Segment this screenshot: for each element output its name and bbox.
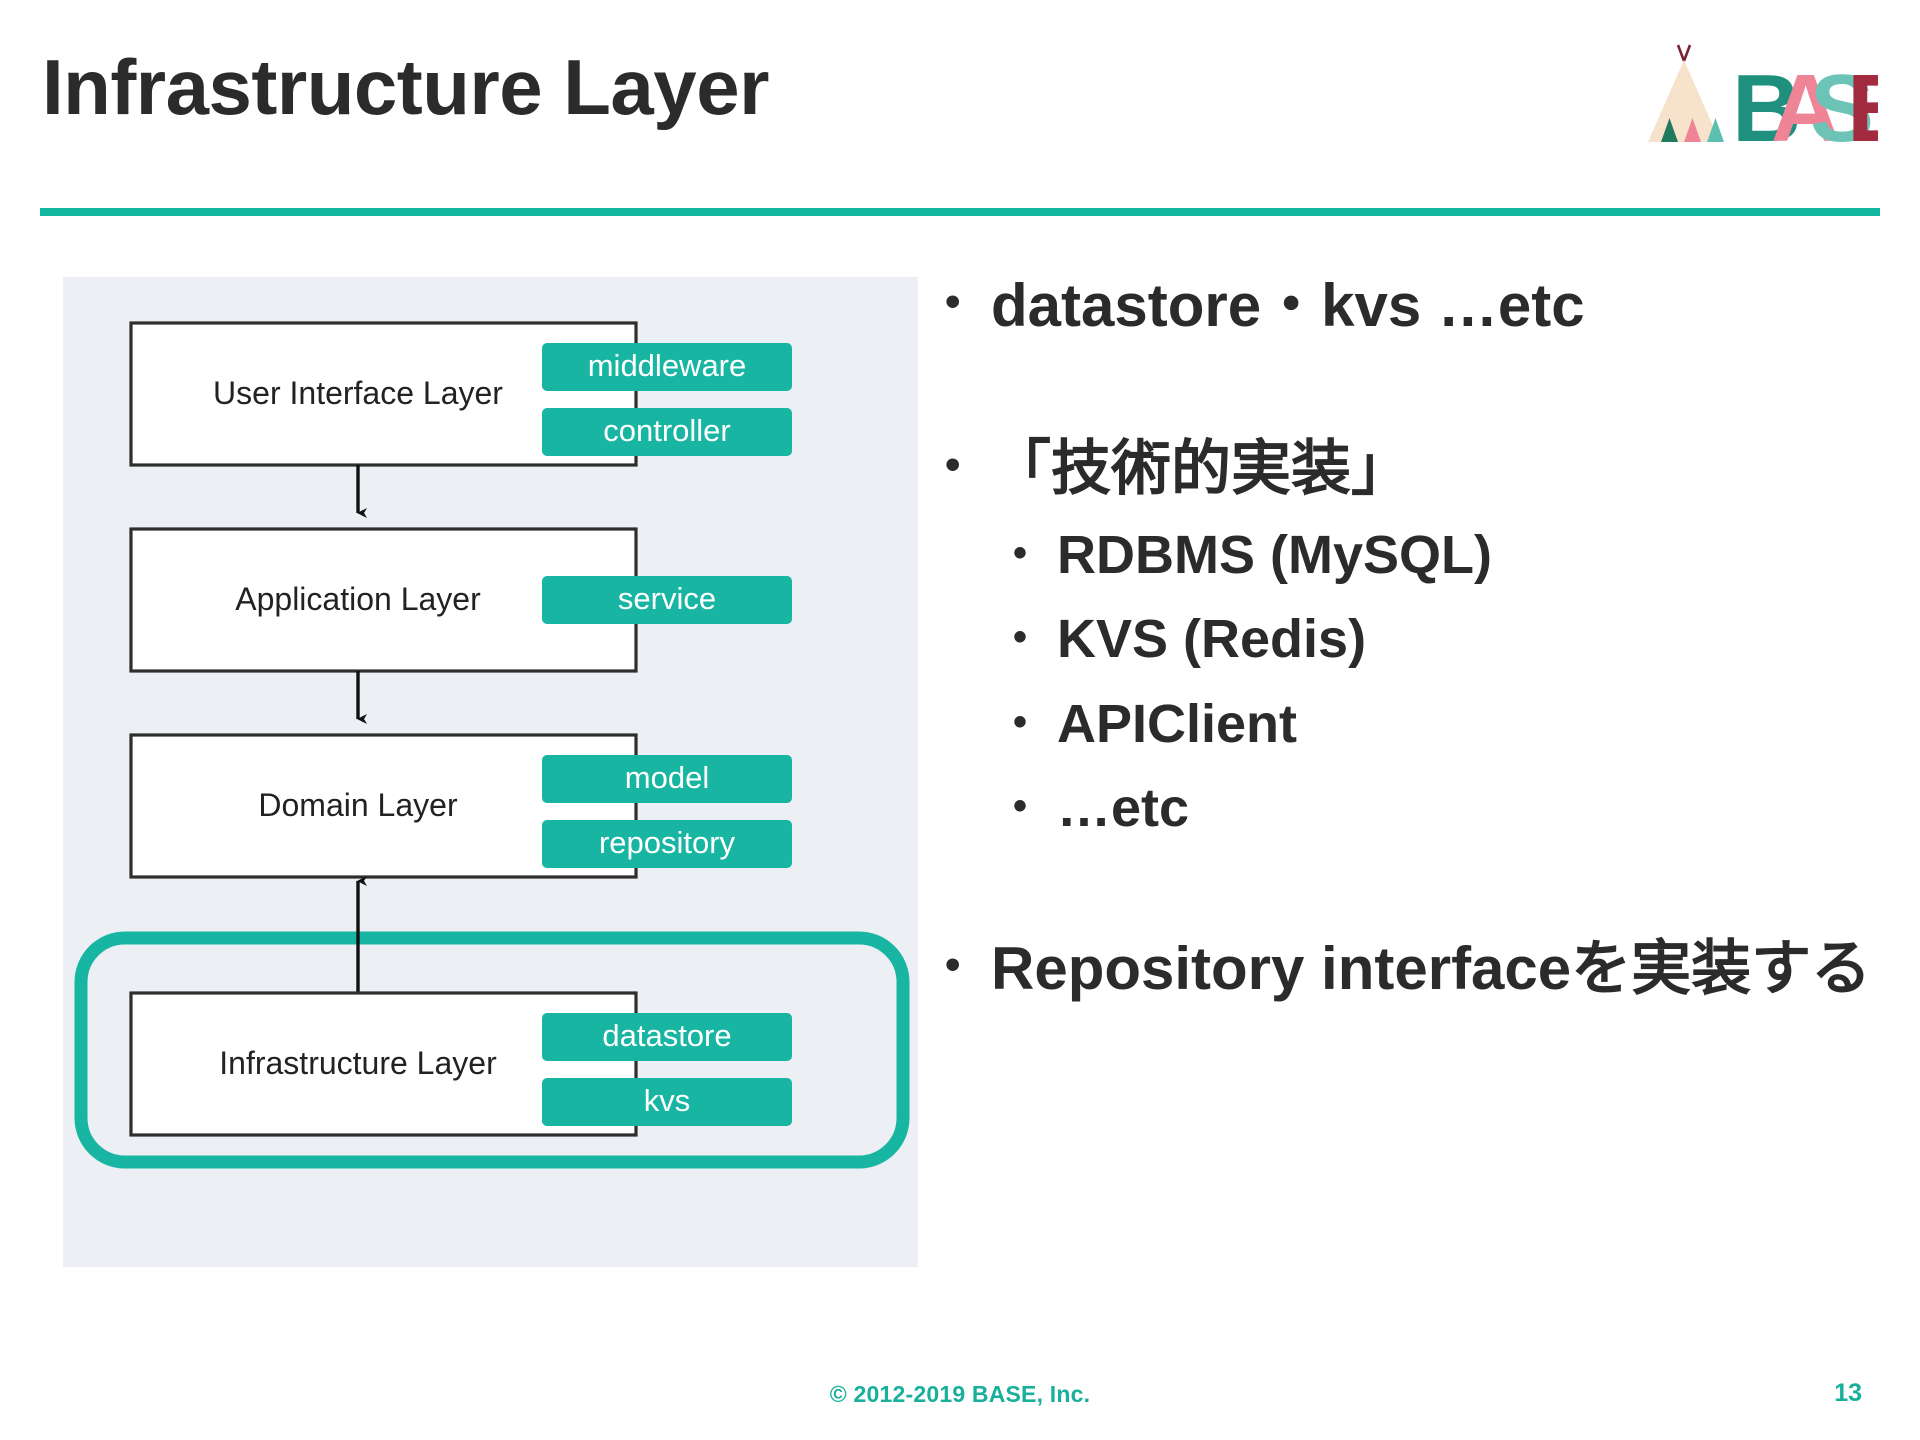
tag-service: service xyxy=(542,576,792,624)
tag-model: model xyxy=(542,755,792,803)
layered-architecture-diagram: User Interface Layer middleware controll… xyxy=(74,321,910,1169)
bullet-text: KVS (Redis) xyxy=(1057,609,1367,670)
bullet-marker-icon: • xyxy=(945,939,961,989)
bullet-item-datastore-kvs: • datastore・kvs …etc xyxy=(945,272,1875,339)
bullet-text: APIClient xyxy=(1057,693,1298,754)
spacer xyxy=(945,339,1875,435)
layer-label: Application Layer xyxy=(235,581,481,617)
page-title: Infrastructure Layer xyxy=(42,43,769,131)
bullet-marker-icon: • xyxy=(945,277,961,326)
spacer xyxy=(945,586,1875,608)
spacer xyxy=(945,502,1875,524)
layer-label: Domain Layer xyxy=(258,787,458,823)
bullet-item-repository-interface: • Repository interfaceを実装する xyxy=(945,935,1875,1002)
bullet-marker-icon: • xyxy=(1013,783,1028,828)
tag-label: service xyxy=(618,581,716,616)
layer-label: User Interface Layer xyxy=(213,375,503,411)
tag-label: kvs xyxy=(644,1083,691,1118)
bullet-text: 「技術的実装」 xyxy=(991,435,1411,503)
layer-label: Infrastructure Layer xyxy=(219,1045,497,1081)
tag-kvs: kvs xyxy=(542,1078,792,1126)
tent-icon xyxy=(1648,44,1724,142)
bullet-text: Repository interfaceを実装する xyxy=(991,934,1872,1002)
title-underline-rule xyxy=(40,208,1880,216)
tag-middleware: middleware xyxy=(542,343,792,391)
bullet-marker-icon: • xyxy=(1013,615,1028,660)
tag-controller: controller xyxy=(542,408,792,456)
svg-text:B: B xyxy=(1732,55,1799,148)
bullet-text: datastore・kvs …etc xyxy=(991,272,1585,339)
bullet-item-kvs-redis: • KVS (Redis) xyxy=(1013,608,1875,670)
infrastructure-highlight-ring xyxy=(74,931,910,1169)
bullet-text: …etc xyxy=(1057,777,1190,838)
bullet-text: RDBMS (MySQL) xyxy=(1057,525,1492,586)
bullet-item-rdbms-mysql: • RDBMS (MySQL) xyxy=(1013,524,1875,586)
tag-label: middleware xyxy=(588,348,747,383)
copyright-notice: © 2012-2019 BASE, Inc. xyxy=(829,1381,1091,1407)
page-number: 13 xyxy=(1834,1379,1862,1407)
tag-repository: repository xyxy=(542,820,792,868)
svg-text:A: A xyxy=(1771,55,1838,148)
tag-datastore: datastore xyxy=(542,1013,792,1061)
bullet-marker-icon: • xyxy=(945,440,961,490)
spacer xyxy=(945,839,1875,935)
bullet-list: • datastore・kvs …etc • 「技術的実装」 • RDBMS (… xyxy=(945,272,1875,1002)
svg-text:S: S xyxy=(1810,55,1872,148)
svg-text:E: E xyxy=(1847,55,1878,148)
bullet-marker-icon: • xyxy=(1013,699,1028,744)
bullet-item-etc: • …etc xyxy=(1013,777,1875,839)
bullet-item-technical-implementation: • 「技術的実装」 xyxy=(945,435,1875,502)
spacer xyxy=(945,755,1875,777)
spacer xyxy=(945,671,1875,693)
bullet-item-apiclient: • APIClient xyxy=(1013,693,1875,755)
tag-label: model xyxy=(625,760,709,795)
tag-label: repository xyxy=(599,825,736,860)
architecture-diagram-panel: User Interface Layer middleware controll… xyxy=(63,277,918,1267)
bullet-marker-icon: • xyxy=(1013,531,1028,576)
tag-label: controller xyxy=(603,413,731,448)
tag-label: datastore xyxy=(602,1018,731,1053)
base-wordmark: B A S E xyxy=(1732,55,1911,162)
base-logo: B A S E xyxy=(1632,38,1911,162)
